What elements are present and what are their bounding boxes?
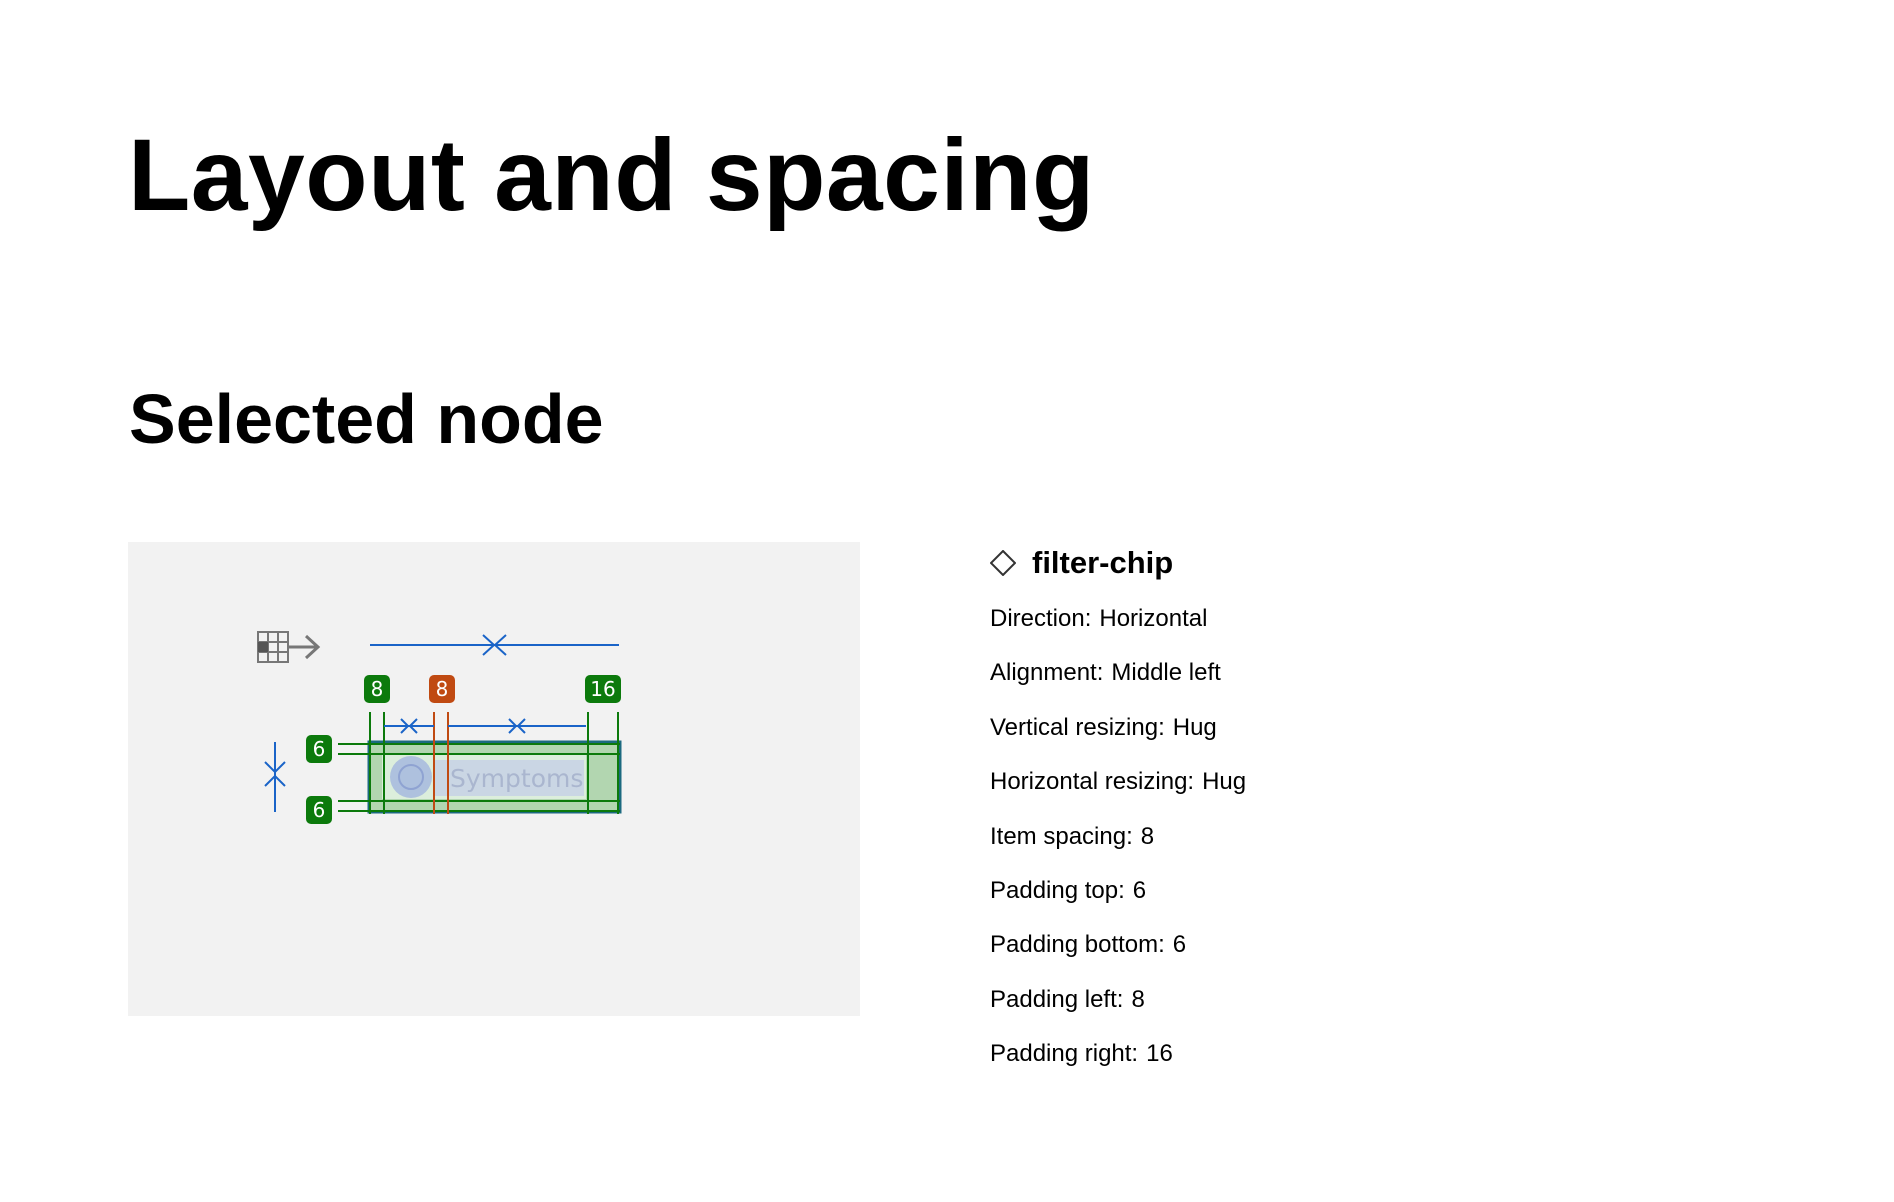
prop-horizontal-resizing: Horizontal resizing:Hug <box>990 768 1247 796</box>
prop-direction: Direction:Horizontal <box>990 605 1208 632</box>
prop-padding-right: Padding right:16 <box>990 1040 1173 1068</box>
badge-padding-top: 6 <box>306 735 332 763</box>
svg-text:8: 8 <box>436 677 449 701</box>
chip-leading-icon <box>390 756 432 798</box>
padding-guides <box>338 712 620 814</box>
badge-padding-left: 8 <box>364 675 390 703</box>
node-details: filter-chip Direction:Horizontal Alignme… <box>988 542 1688 1067</box>
inner-measures <box>384 718 586 734</box>
prop-alignment: Alignment:Middle left <box>990 659 1221 687</box>
node-name: filter-chip <box>1032 545 1174 580</box>
filter-chip-preview: Symptoms <box>390 756 584 798</box>
auto-layout-horizontal-icon <box>257 631 321 663</box>
component-diamond-icon <box>990 550 1016 576</box>
badge-item-spacing: 8 <box>429 675 455 703</box>
page-title: Layout and spacing <box>128 118 1095 232</box>
item-spacing-guides <box>433 712 449 814</box>
prop-padding-top: Padding top:6 <box>990 876 1147 904</box>
svg-text:6: 6 <box>313 798 326 822</box>
prop-vertical-resizing: Vertical resizing:Hug <box>990 713 1217 741</box>
svg-text:8: 8 <box>371 677 384 701</box>
height-measure <box>264 742 286 812</box>
width-measure <box>370 634 619 656</box>
chip-label: Symptoms <box>450 764 583 793</box>
prop-padding-bottom: Padding bottom:6 <box>990 931 1187 959</box>
badge-padding-right: 16 <box>585 675 621 703</box>
layout-diagram: Symptoms <box>257 631 622 824</box>
property-list: Direction:Horizontal Alignment:Middle le… <box>990 604 1246 1094</box>
badge-padding-bottom: 6 <box>306 796 332 824</box>
prop-padding-left: Padding left:8 <box>990 985 1145 1013</box>
section-title: Selected node <box>129 380 604 458</box>
svg-text:16: 16 <box>590 677 615 701</box>
prop-item-spacing: Item spacing:8 <box>990 822 1155 850</box>
node-header: filter-chip <box>988 542 1688 584</box>
svg-text:6: 6 <box>313 737 326 761</box>
layout-preview: Symptoms <box>128 542 860 1016</box>
